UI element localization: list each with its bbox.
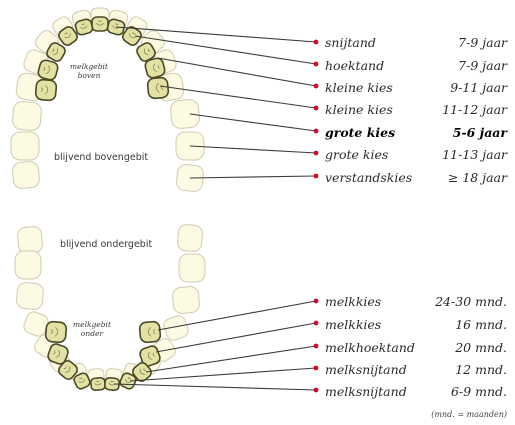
footnote: (mnd. = maanden) [431,410,507,419]
upper-permanent-tooth [12,101,42,131]
upper-row-5-age: 11-13 jaar [442,147,507,162]
upper-permanent-tooth [12,161,40,189]
lower-permanent-label: blijvend ondergebit [60,239,152,250]
leader-dot [314,299,319,304]
lower-row-0-name: melkkies [325,294,381,309]
lower-permanent-tooth [16,282,44,310]
lower-row-4-name: melksnijtand [325,384,407,399]
leader-dot [314,129,319,134]
upper-row-5-name: grote kies [325,147,388,162]
leader-dot [314,84,319,89]
upper-milk-tooth [92,17,108,31]
lower-milk-tooth [91,377,106,390]
upper-row-2-name: kleine kies [325,80,393,95]
upper-row-3-age: 11-12 jaar [442,102,507,117]
upper-milk-label: melkgebit boven [66,62,112,80]
lower-milk-label: melkgebit onder [72,320,112,338]
upper-permanent-tooth [11,132,39,160]
lower-permanent-tooth [15,251,41,279]
leader-line [190,146,316,153]
upper-milk-tooth [35,79,57,101]
leader-dot [314,344,319,349]
lower-row-2-name: melkhoektand [325,340,415,355]
upper-row-3-name: kleine kies [325,102,393,117]
leader-dot [314,106,319,111]
upper-row-6-age: ≥ 18 jaar [448,170,507,185]
upper-row-4-name: grote kies [325,125,395,140]
leader-dot [314,174,319,179]
upper-row-4-age: 5-6 jaar [453,125,507,140]
lower-row-3-age: 12 mnd. [455,362,507,377]
lower-row-0-age: 24-30 mnd. [435,294,507,309]
lower-milk-tooth [139,321,161,343]
lower-permanent-tooth [172,286,200,314]
lower-row-4-age: 6-9 mnd. [451,384,507,399]
lower-permanent-tooth [177,224,203,252]
upper-permanent-tooth [170,99,200,129]
upper-milk-tooth [147,77,169,99]
upper-row-1-name: hoektand [325,58,384,73]
lower-row-3-name: melksnijtand [325,362,407,377]
leader-line [190,176,316,178]
lower-permanent-tooth [179,254,205,282]
upper-permanent-label: blijvend bovengebit [54,152,148,163]
upper-row-1-age: 7-9 jaar [458,58,507,73]
leader-line [190,114,316,131]
upper-row-0-name: snijtand [325,35,376,50]
leader-dot [314,62,319,67]
lower-row-2-age: 20 mnd. [455,340,507,355]
lower-milk-tooth [45,321,67,343]
lower-permanent-tooth [17,226,43,254]
upper-row-2-age: 9-11 jaar [450,80,507,95]
leader-line [114,384,316,390]
leader-dot [314,321,319,326]
lower-row-1-age: 16 mnd. [455,317,507,332]
leader-dot [314,388,319,393]
leader-dot [314,366,319,371]
upper-row-6-name: verstandskies [325,170,412,185]
leader-dot [314,151,319,156]
leader-dot [314,40,319,45]
lower-row-1-name: melkkies [325,317,381,332]
upper-row-0-age: 7-9 jaar [458,35,507,50]
